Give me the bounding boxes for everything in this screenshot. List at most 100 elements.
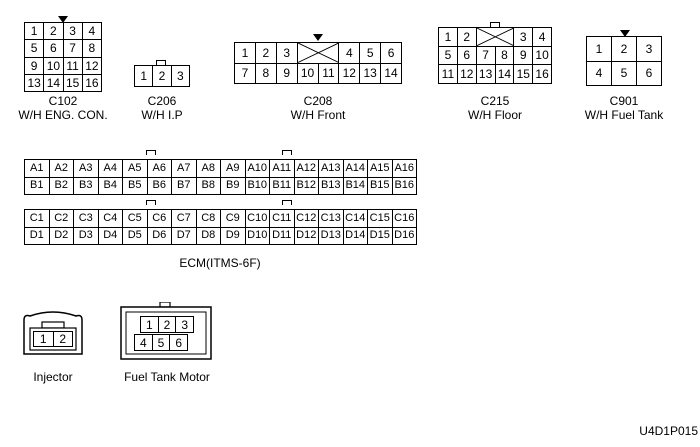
pin: 5 <box>25 40 44 57</box>
pin: 1 <box>141 317 158 332</box>
c208-code: C208 <box>303 94 333 108</box>
ecm-name: ECM(ITMS-6F) <box>179 256 261 270</box>
blank-cavity <box>297 43 339 63</box>
pin: 10 <box>44 57 63 74</box>
pin: 4 <box>587 61 611 85</box>
pin: C14 <box>343 210 367 227</box>
pin: 1 <box>439 28 457 46</box>
pin: 15 <box>514 65 533 83</box>
lock-tab-icon <box>490 22 500 27</box>
pin: A9 <box>221 160 245 177</box>
pin: A2 <box>49 160 73 177</box>
pin: 1 <box>135 66 153 86</box>
key-triangle-icon <box>620 30 630 37</box>
figure-code: U4D1P015 <box>639 424 698 438</box>
pin: 4 <box>82 23 101 40</box>
pin: 5 <box>152 335 170 350</box>
c102-desc: W/H ENG. CON. <box>18 108 108 122</box>
pin: C7 <box>172 210 196 227</box>
pin: 15 <box>63 74 82 91</box>
pin: A15 <box>368 160 392 177</box>
pin: A6 <box>147 160 171 177</box>
pin: D16 <box>392 227 416 244</box>
pin: 2 <box>612 37 636 61</box>
pin: D14 <box>343 227 367 244</box>
injector-name: Injector <box>33 370 73 384</box>
pin: 2 <box>44 23 63 40</box>
pin: B11 <box>270 177 294 194</box>
pin: C4 <box>98 210 122 227</box>
pin: B15 <box>368 177 392 194</box>
pin: 10 <box>533 46 551 65</box>
pin: 16 <box>533 65 551 83</box>
pin: 6 <box>44 40 63 57</box>
pin: 14 <box>381 63 401 83</box>
pin: 9 <box>276 63 297 83</box>
pin: A12 <box>294 160 318 177</box>
c208-pin-grid: 1 2 3 4 5 6 7 8 9 10 11 12 13 14 <box>234 42 402 84</box>
pin: A3 <box>74 160 98 177</box>
lock-tab-icon <box>146 150 156 155</box>
pin: 6 <box>637 61 661 85</box>
pin: 3 <box>276 43 297 63</box>
c215-desc: W/H Floor <box>468 108 522 122</box>
c206-desc: W/H I.P <box>141 108 183 122</box>
pin: A4 <box>98 160 122 177</box>
pin: B16 <box>392 177 416 194</box>
pin: 12 <box>457 65 476 83</box>
pin: B3 <box>74 177 98 194</box>
pin: B7 <box>172 177 196 194</box>
fuel-motor-name: Fuel Tank Motor <box>124 370 210 384</box>
pin: C12 <box>294 210 318 227</box>
pin: C2 <box>49 210 73 227</box>
pin: D3 <box>74 227 98 244</box>
key-triangle-icon <box>58 16 68 23</box>
pin: A11 <box>270 160 294 177</box>
pin: D8 <box>196 227 220 244</box>
lock-tab-icon <box>156 60 166 65</box>
lock-tab-icon <box>146 200 156 205</box>
c901-code: C901 <box>609 94 639 108</box>
pin: 7 <box>235 63 255 83</box>
pin: 2 <box>255 43 276 63</box>
pin: 3 <box>63 23 82 40</box>
c901-desc: W/H Fuel Tank <box>584 108 664 122</box>
pin: D1 <box>25 227 49 244</box>
pin: 11 <box>318 63 339 83</box>
pin: 1 <box>34 332 53 346</box>
pin: D5 <box>123 227 147 244</box>
pin: B13 <box>319 177 343 194</box>
pin: C13 <box>319 210 343 227</box>
pin: D2 <box>49 227 73 244</box>
pin: 12 <box>82 57 101 74</box>
pin: 10 <box>297 63 318 83</box>
pin: B1 <box>25 177 49 194</box>
pin: B10 <box>245 177 269 194</box>
pin: C11 <box>270 210 294 227</box>
pin: 2 <box>158 317 176 332</box>
pin: 11 <box>439 65 457 83</box>
pin: 4 <box>135 335 152 350</box>
pin: A7 <box>172 160 196 177</box>
pin: 3 <box>171 66 189 86</box>
pin: C15 <box>368 210 392 227</box>
pin: B6 <box>147 177 171 194</box>
lock-tab-icon <box>282 200 292 205</box>
c215-code: C215 <box>480 94 510 108</box>
pin: 4 <box>339 43 360 63</box>
pin: 3 <box>176 317 193 332</box>
pin: 14 <box>495 65 514 83</box>
pin: 2 <box>153 66 171 86</box>
pin: A5 <box>123 160 147 177</box>
pin: B14 <box>343 177 367 194</box>
pin: C1 <box>25 210 49 227</box>
pin: 14 <box>44 74 63 91</box>
pin: A13 <box>319 160 343 177</box>
c208-desc: W/H Front <box>290 108 346 122</box>
pin: 8 <box>255 63 276 83</box>
